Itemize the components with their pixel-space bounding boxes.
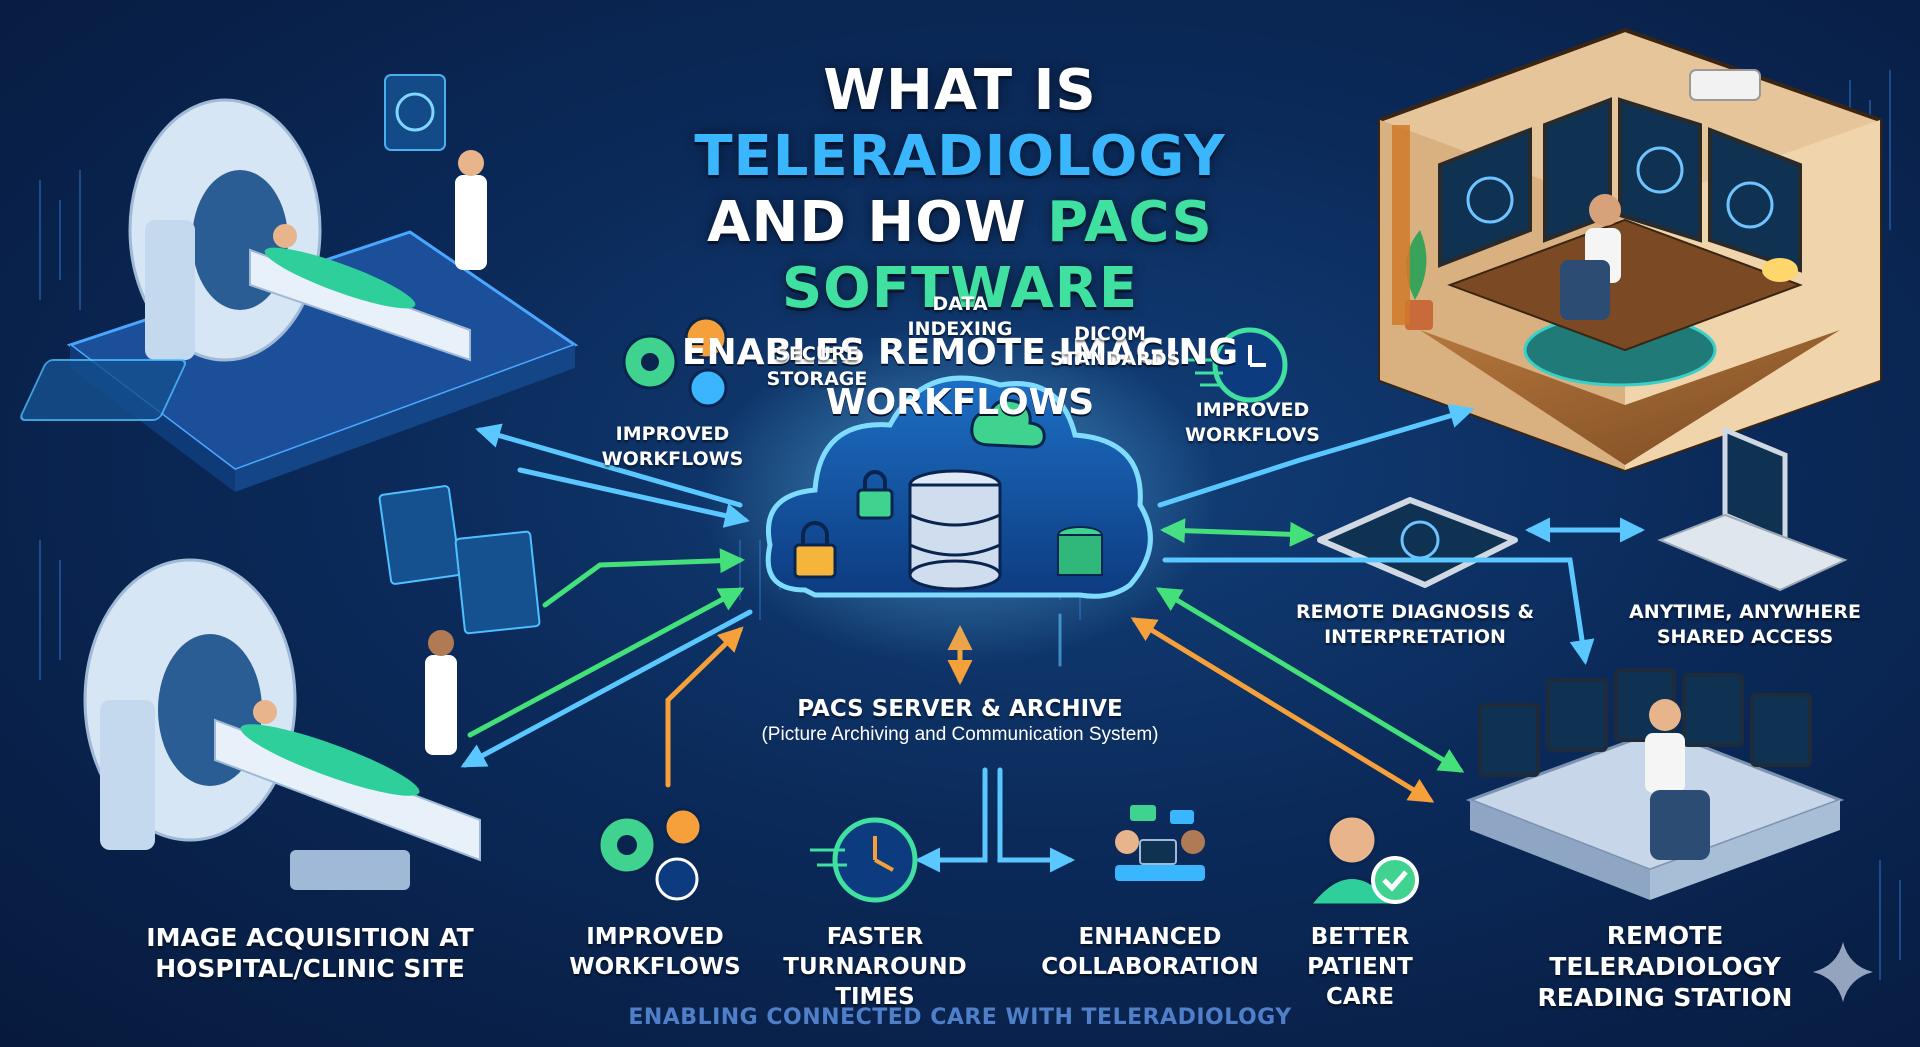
- benefit-stopwatch-icon: [810, 817, 918, 903]
- ct-scanner-top-illustration: [20, 74, 579, 492]
- benefit-enhanced-collaboration: Enhanced Collaboration: [1041, 924, 1259, 980]
- title-line-2: and How PACS Software: [560, 190, 1360, 322]
- laptop-illustration: [1657, 426, 1848, 592]
- title-highlight-teleradiology: Teleradiology: [694, 124, 1226, 189]
- label-image-acquisition: Image Acquisition at Hospital/Clinic Sit…: [146, 923, 474, 983]
- title-line-2-prefix: and How: [707, 190, 1027, 255]
- title-line-1-prefix: What is: [823, 58, 1097, 123]
- reading-station-illustration: [1465, 668, 1845, 900]
- pacs-name: PACS Server & Archive: [797, 696, 1123, 722]
- title-highlight-pacs: PACS Software: [781, 190, 1213, 321]
- benefit-improved-workflows: Improved Workflows: [569, 924, 741, 980]
- label-shared-access: Anytime, Anywhere Shared Access: [1629, 601, 1861, 648]
- title-line-3: Enables Remote Imaging Workflows: [681, 332, 1239, 423]
- benefit-faster-turnaround: Faster Turnaround Times: [783, 924, 967, 1010]
- pacs-cloud: [700, 325, 1220, 665]
- pacs-subtitle: (Picture Archiving and Communication Sys…: [761, 724, 1159, 745]
- title-block: What is Teleradiology and How PACS Softw…: [560, 58, 1360, 428]
- ct-scanner-bottom-illustration: [83, 485, 541, 890]
- database-icon: [908, 469, 1002, 591]
- tablet-illustration: [1317, 497, 1518, 588]
- title-line-1: What is Teleradiology: [560, 58, 1360, 190]
- label-reading-station: Remote Teleradiology Reading Station: [1537, 921, 1793, 1012]
- label-data-indexing: Data Indexing: [907, 293, 1013, 340]
- footer-tagline: Enabling Connected Care with Teleradiolo…: [628, 1005, 1292, 1030]
- label-improved-workflows-left: Improved Workflows: [601, 423, 744, 470]
- label-dicom-standards: DICOM Standards: [1050, 323, 1181, 370]
- benefit-patient-check-icon: [1306, 814, 1419, 907]
- benefit-better-patient-care: Better Patient Care: [1307, 924, 1413, 1010]
- cloud-lock-icon: [970, 398, 1046, 449]
- label-improved-workflows-right: Improved Workflovs: [1185, 399, 1320, 446]
- label-remote-diagnosis: Remote Diagnosis & Interpretation: [1295, 601, 1535, 648]
- lock-green-icon: [856, 470, 894, 520]
- benefit-gears-clock-icon: [597, 807, 703, 901]
- benefit-team-meeting-icon: [1115, 805, 1205, 881]
- label-secure-storage: Secure Storage: [766, 343, 868, 390]
- pacs-label: PACS Server & Archive (Picture Archiving…: [690, 694, 1230, 746]
- gears-clock-icon: [622, 316, 728, 408]
- reading-room-illustration: [1378, 27, 1882, 473]
- database-small-icon: [1057, 526, 1103, 576]
- sparkle-icon: [1813, 942, 1873, 1002]
- lock-icon: [793, 521, 837, 579]
- stopwatch-icon: [1185, 327, 1288, 403]
